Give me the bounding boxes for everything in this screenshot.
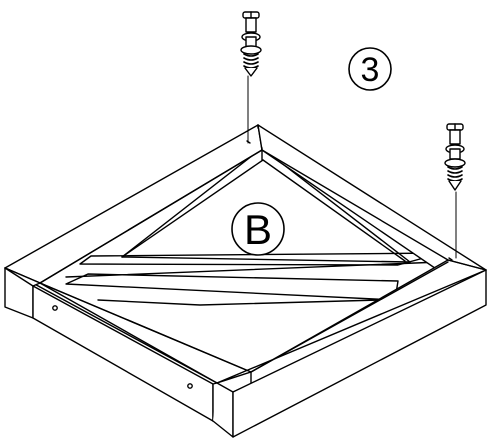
- part-marker: B: [231, 202, 285, 256]
- fastener-right: [444, 123, 466, 259]
- fastener-left: [240, 11, 262, 144]
- step-number: 3: [361, 51, 380, 89]
- part-label: B: [244, 206, 272, 253]
- bottom-panel-slats: [65, 252, 443, 306]
- step-marker: 3: [348, 47, 392, 91]
- frame: [4, 124, 487, 438]
- circled-number-icon: [348, 47, 392, 91]
- cam-bolt-dowel-icon: [240, 11, 262, 77]
- circled-letter-icon: [231, 202, 285, 256]
- cam-bolt-dowel-icon: [444, 123, 466, 191]
